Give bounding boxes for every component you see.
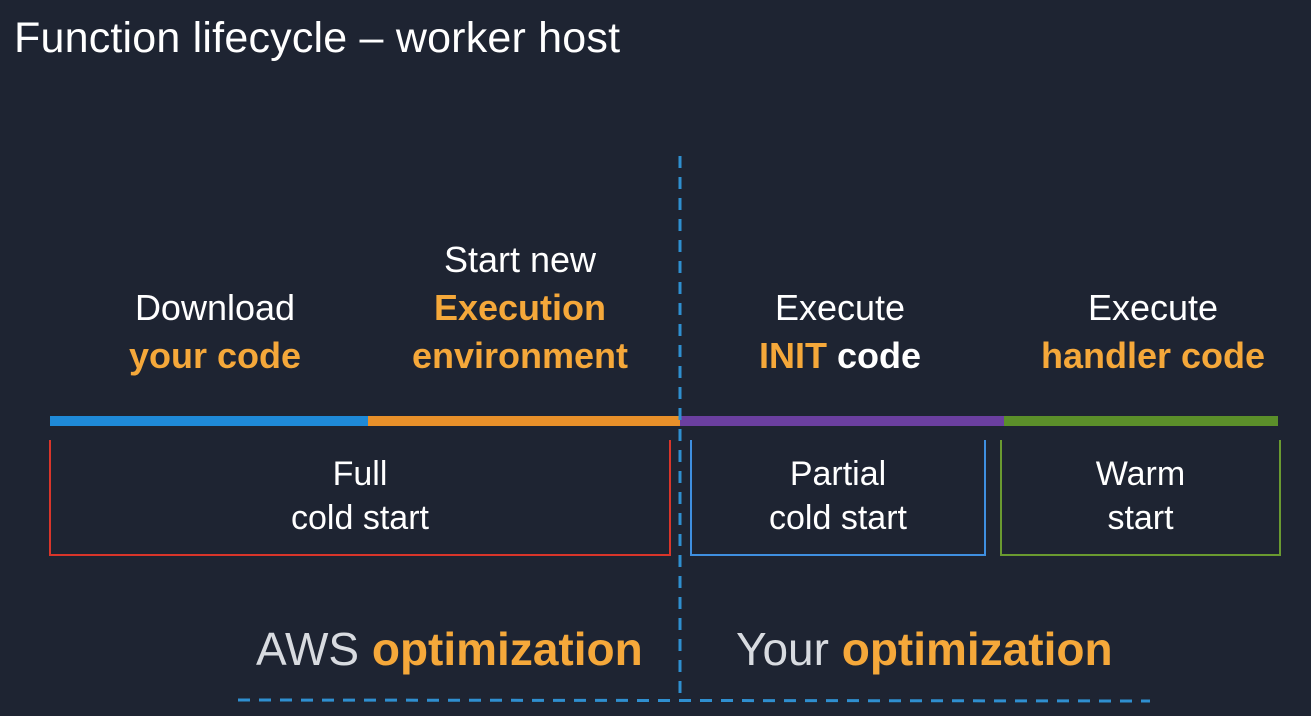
your-optimization-prefix: Your xyxy=(736,623,829,675)
phase-init-keyword: INIT xyxy=(758,335,827,376)
phase-start-env-line2: environment xyxy=(411,335,629,376)
phase-init-line1: Execute xyxy=(774,287,906,328)
bracket-warm-line2: start xyxy=(1107,499,1174,537)
bar-start-env xyxy=(368,416,680,426)
your-optimization-label: Your optimization xyxy=(736,622,1113,676)
bracket-warm-start: Warm start xyxy=(1000,440,1281,556)
bar-handler xyxy=(1004,416,1278,426)
aws-optimization-prefix: AWS xyxy=(256,623,360,675)
horizontal-divider xyxy=(237,698,1151,703)
bracket-full-cold-start: Full cold start xyxy=(49,440,671,556)
phase-download: Download your code xyxy=(60,284,370,380)
bracket-warm-line1: Warm xyxy=(1095,455,1186,493)
bracket-full-line2: cold start xyxy=(291,499,429,537)
phase-start-env-line1: Execution xyxy=(433,287,607,328)
bracket-partial-line2: cold start xyxy=(769,499,907,537)
phase-handler-line1: Execute xyxy=(1087,287,1219,328)
your-optimization-word: optimization xyxy=(841,623,1113,675)
bar-download xyxy=(50,416,368,426)
phase-download-line1: Download xyxy=(134,287,296,328)
aws-optimization-label: AWS optimization xyxy=(256,622,643,676)
phase-start-env-line0: Start new xyxy=(443,239,597,280)
page-title: Function lifecycle – worker host xyxy=(14,14,621,62)
bar-init xyxy=(680,416,1004,426)
bracket-partial-line1: Partial xyxy=(789,455,887,493)
phase-handler-line2: handler code xyxy=(1040,335,1266,376)
phase-download-line2: your code xyxy=(128,335,302,376)
aws-optimization-word: optimization xyxy=(371,623,643,675)
phase-start-env: Start new Execution environment xyxy=(370,236,670,380)
phase-handler: Execute handler code xyxy=(1000,284,1306,380)
phase-init: Execute INIT code xyxy=(690,284,990,380)
phase-init-code: code xyxy=(836,335,922,376)
bracket-partial-cold-start: Partial cold start xyxy=(690,440,986,556)
bracket-full-line1: Full xyxy=(332,455,388,493)
